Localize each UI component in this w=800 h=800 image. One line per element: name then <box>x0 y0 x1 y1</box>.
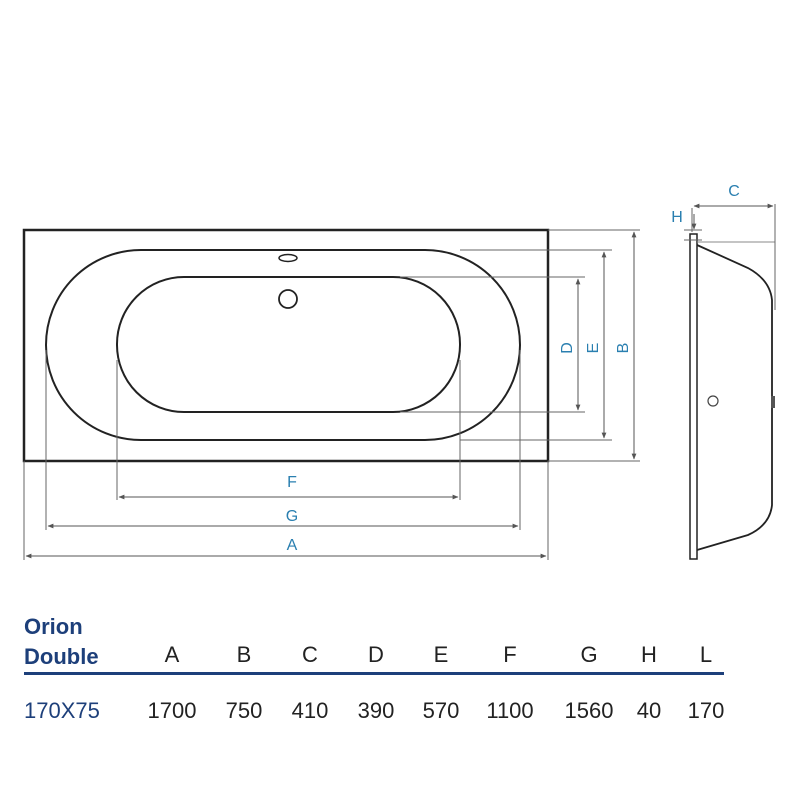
dimension-c: C <box>691 183 776 310</box>
dimension-b: B <box>615 231 637 460</box>
value-cell: 170 <box>687 698 725 723</box>
value-cell: 40 <box>636 698 662 723</box>
column-header: C <box>302 642 318 667</box>
model-size: 170X75 <box>24 698 100 723</box>
extension-lines-right <box>400 229 640 462</box>
waste-hole-icon <box>278 289 298 309</box>
extension-lines-bottom <box>23 350 549 560</box>
label-f: F <box>287 474 297 491</box>
label-g: G <box>286 508 298 525</box>
value-cell: 570 <box>422 698 460 723</box>
top-view <box>22 228 550 463</box>
column-header: A <box>164 642 180 667</box>
label-b: B <box>615 343 632 354</box>
overflow-icon <box>278 253 298 263</box>
side-view <box>689 233 775 560</box>
spec-value-row: 170X75 1700 750 410 390 570 1100 1560 40… <box>24 698 734 728</box>
dimension-d: D <box>559 278 581 411</box>
bathtub-technical-drawing: D E B F G A C <box>22 183 776 560</box>
side-profile <box>696 244 773 551</box>
bath-inner-rim <box>45 249 521 441</box>
value-cell: 1700 <box>147 698 197 723</box>
side-rim <box>689 233 698 560</box>
column-header: D <box>368 642 384 667</box>
label-d: D <box>559 342 576 354</box>
value-cell: 410 <box>291 698 329 723</box>
side-fitting <box>771 396 775 408</box>
label-a: A <box>287 537 298 554</box>
column-header: G <box>580 642 598 667</box>
dimension-a: A <box>25 537 547 559</box>
table-divider <box>24 672 724 675</box>
column-header: L <box>699 642 713 667</box>
dimension-e: E <box>585 251 607 439</box>
value-cell: 1100 <box>486 698 534 723</box>
column-header: F <box>503 642 517 667</box>
spec-header-row: Double A B C D E F G H L <box>24 642 734 672</box>
dimension-g: G <box>47 508 519 529</box>
label-c: C <box>728 183 740 200</box>
value-cell: 750 <box>225 698 263 723</box>
side-overflow-icon <box>707 395 719 407</box>
value-cell: 390 <box>357 698 395 723</box>
label-e: E <box>585 343 602 354</box>
bath-basin <box>116 276 461 413</box>
column-header: B <box>236 642 252 667</box>
label-h: H <box>671 209 683 226</box>
value-cell: 1560 <box>564 698 614 723</box>
column-header: H <box>641 642 657 667</box>
dimension-h: H <box>671 209 702 241</box>
product-name-line2: Double <box>24 644 99 669</box>
dimension-f: F <box>118 474 459 500</box>
column-header: E <box>433 642 449 667</box>
spec-table: Orion Double A B C D E F G H L 170X75 17… <box>24 612 734 723</box>
product-name-line1: Orion <box>24 614 83 639</box>
bath-outer-rim <box>22 228 550 463</box>
